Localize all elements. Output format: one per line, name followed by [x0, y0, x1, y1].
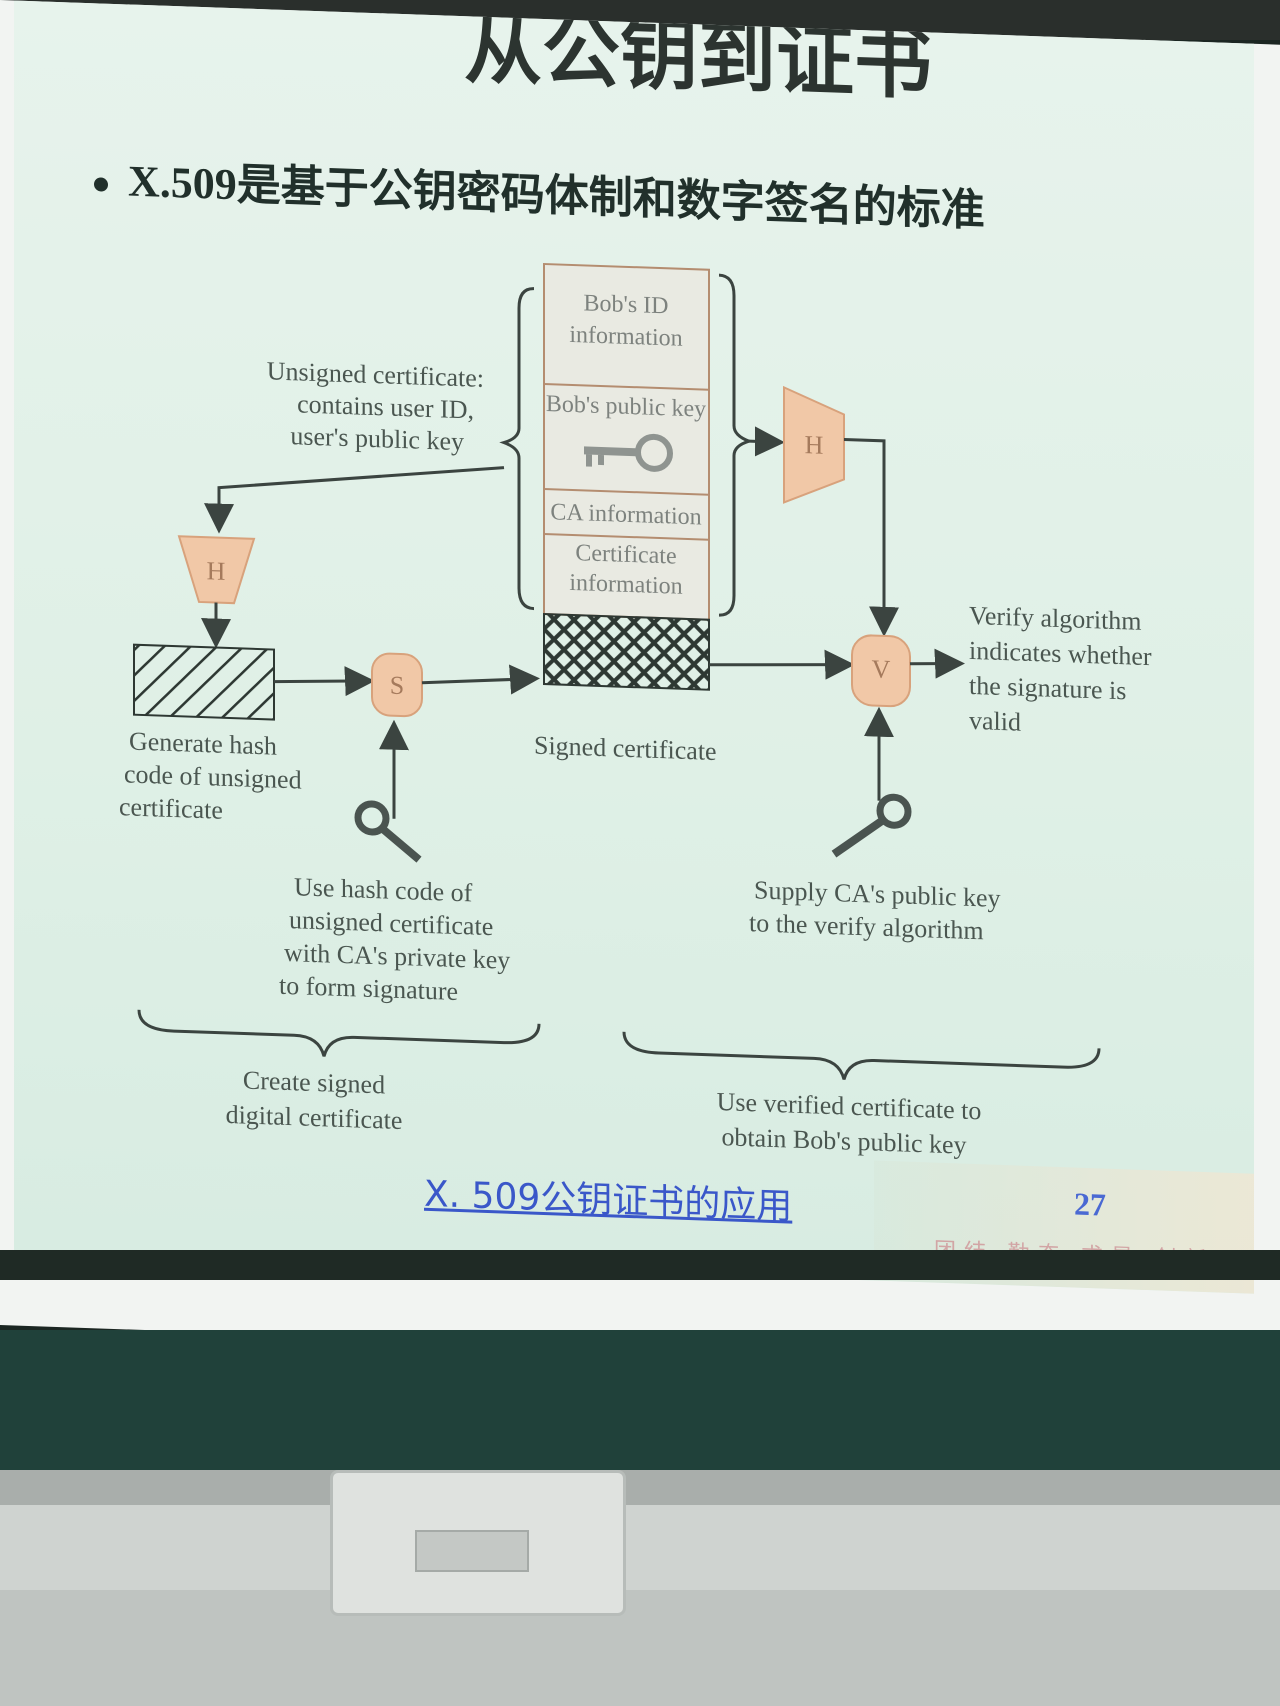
brace-create-1: Create signed: [243, 1065, 385, 1099]
unsigned-label-2: contains user ID,: [297, 389, 474, 424]
arrow-hash-to-verify: [844, 437, 899, 637]
sign-node: [371, 652, 423, 718]
supply-label-1: Supply CA's public key: [754, 875, 1001, 913]
arrow-verify-out: [909, 648, 965, 679]
brace-verify-1: Use verified certificate to: [717, 1087, 982, 1125]
screen-frame: [0, 1250, 1280, 1280]
hash-label-2: code of unsigned: [124, 759, 302, 794]
verify-label-3: the signature is: [969, 671, 1126, 705]
board-rail: [0, 1470, 1280, 1510]
sign-label: S: [390, 671, 404, 700]
id-info-line1: Bob's ID: [584, 290, 669, 319]
desk-panel: [0, 1590, 1280, 1706]
x509-diagram: Bob's ID information Bob's public key CA…: [119, 262, 1152, 1160]
hash-code-block: [133, 643, 275, 721]
id-info-line2: information: [569, 322, 682, 352]
verify-label: V: [872, 654, 891, 684]
hash-label-3: certificate: [119, 792, 223, 825]
key-icon: [584, 433, 673, 472]
cert-info-line2: information: [569, 570, 682, 600]
arrow-to-hash-left: [204, 466, 505, 534]
hash-right-node: [783, 385, 845, 504]
signed-certificate-label: Signed certificate: [534, 731, 717, 766]
sign-key-label-2: unsigned certificate: [289, 905, 493, 941]
arrow-to-sign: [273, 666, 375, 697]
unsigned-label-1: Unsigned certificate:: [267, 356, 484, 393]
sign-key-label-4: to form signature: [279, 971, 458, 1006]
monitor-hinge: [415, 1530, 529, 1572]
certificate-box: Bob's ID information Bob's public key CA…: [543, 262, 710, 691]
slide: 从公钥到证书 X.509是基于公钥密码体制和数字签名的标准 Bob's I: [14, 0, 1254, 1294]
hash-left-node: [177, 535, 256, 605]
projection-screen: 从公钥到证书 X.509是基于公钥密码体制和数字签名的标准 Bob's I: [0, 0, 1280, 1370]
public-key-row: Bob's public key: [546, 391, 706, 423]
arrow-to-certificate: [421, 664, 540, 695]
unsigned-label-3: user's public key: [290, 421, 464, 456]
private-key-icon: [354, 800, 422, 863]
hash-right-label: H: [805, 430, 824, 460]
arrow-to-hash-right: [749, 426, 785, 457]
left-brace: [499, 287, 535, 611]
ca-info-row: CA information: [550, 499, 701, 530]
page-number: 27: [1074, 1185, 1106, 1223]
verify-label-4: valid: [969, 706, 1021, 737]
sign-key-label-1: Use hash code of: [294, 872, 473, 907]
sign-key-label-3: with CA's private key: [284, 938, 510, 975]
brace-verify: [622, 1031, 1101, 1080]
verify-label-1: Verify algorithm: [969, 601, 1142, 636]
verify-node: [851, 634, 911, 708]
brace-create: [137, 1009, 541, 1057]
cert-info-line1: Certificate: [575, 540, 676, 570]
hash-left-label: H: [207, 556, 226, 586]
brace-verify-2: obtain Bob's public key: [721, 1122, 966, 1160]
verify-label-2: indicates whether: [969, 636, 1152, 671]
public-key-icon: [831, 793, 912, 858]
signature-block: [543, 612, 710, 691]
right-brace: [718, 273, 754, 617]
supply-label-2: to the verify algorithm: [749, 908, 984, 945]
brace-create-2: digital certificate: [226, 1100, 403, 1135]
hash-label-1: Generate hash: [129, 727, 277, 761]
arrow-cert-to-verify: [708, 649, 855, 680]
